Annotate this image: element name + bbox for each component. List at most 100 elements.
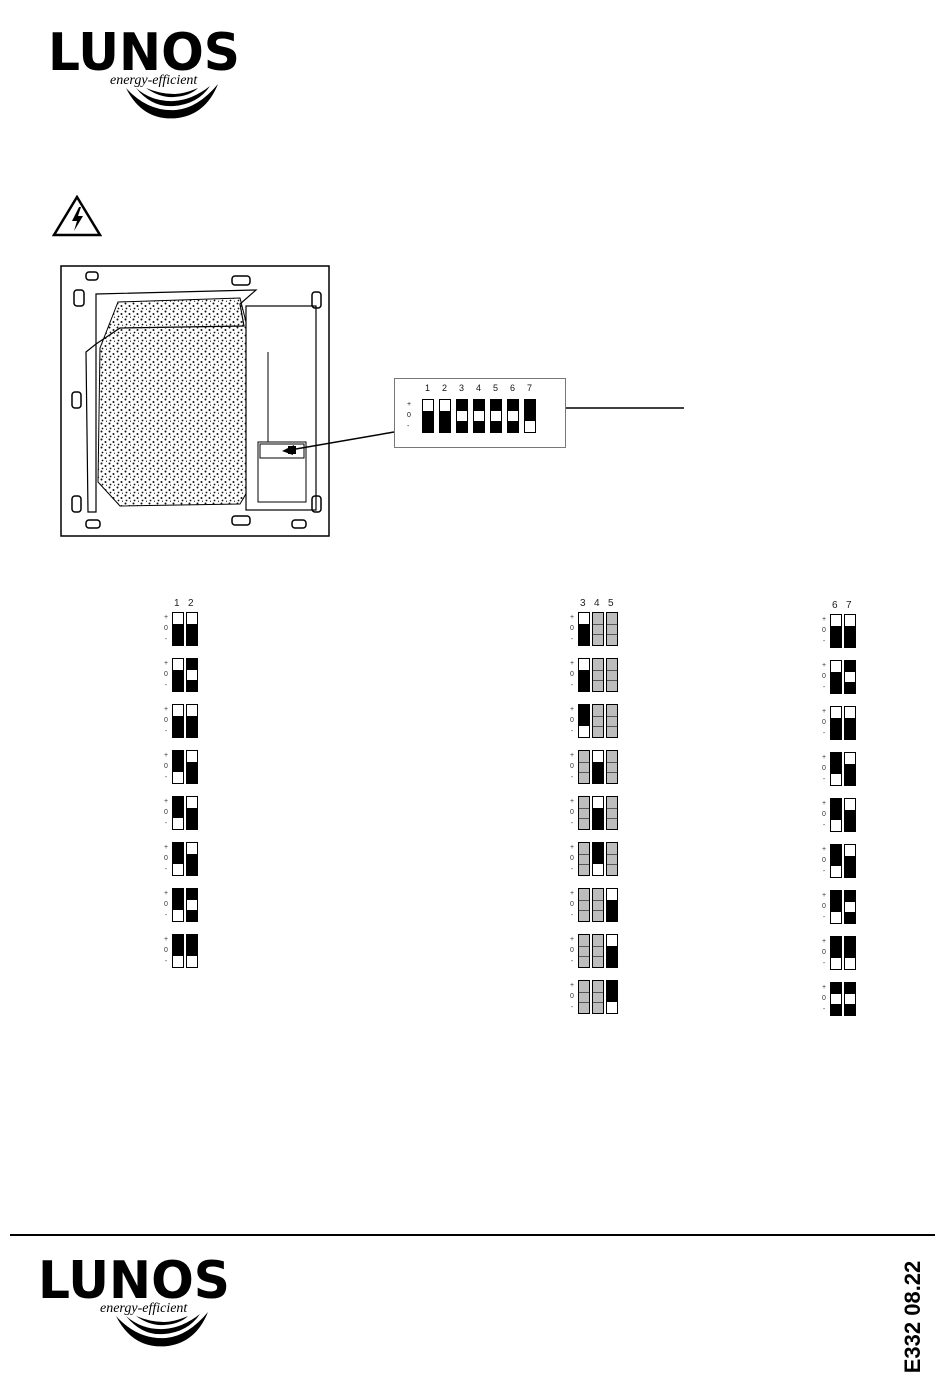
switch-position-label: 0 bbox=[568, 855, 576, 862]
switch-position-label: 0 bbox=[820, 857, 828, 864]
switch-position-label: + bbox=[162, 890, 170, 897]
switch-position-label: - bbox=[162, 866, 170, 873]
dip-switch bbox=[592, 980, 604, 1014]
dip-switch bbox=[172, 842, 184, 876]
dip-switch bbox=[606, 658, 618, 692]
dip-switch bbox=[524, 399, 536, 433]
switch-position-label: - bbox=[162, 636, 170, 643]
switch-position-label: 0 bbox=[162, 717, 170, 724]
dip-switch bbox=[172, 934, 184, 968]
switch-position-label: + bbox=[820, 846, 828, 853]
callout-arrows bbox=[0, 0, 950, 600]
dip-switch bbox=[592, 888, 604, 922]
dip-switch bbox=[578, 704, 590, 738]
switch-position-label: + bbox=[568, 752, 576, 759]
dip-switch bbox=[172, 888, 184, 922]
switch-position-label: + bbox=[162, 844, 170, 851]
dip-column-header: 1 bbox=[174, 598, 180, 609]
switch-position-label: 0 bbox=[820, 673, 828, 680]
switch-position-label: + bbox=[162, 798, 170, 805]
switch-position-label: - bbox=[568, 958, 576, 965]
switch-position-label: - bbox=[162, 728, 170, 735]
switch-position-label: 0 bbox=[820, 811, 828, 818]
switch-position-label: 0 bbox=[568, 901, 576, 908]
dip-switch bbox=[830, 706, 842, 740]
switch-position-label: - bbox=[162, 912, 170, 919]
dip-switch bbox=[186, 796, 198, 830]
dip-switch bbox=[606, 980, 618, 1014]
switch-position-label: 0 bbox=[568, 763, 576, 770]
switch-position-label: + bbox=[162, 706, 170, 713]
dip-switch bbox=[844, 936, 856, 970]
dip-switch bbox=[186, 750, 198, 784]
brand-tagline: energy-efficient bbox=[100, 1301, 188, 1316]
switch-position-label: 0 bbox=[820, 949, 828, 956]
dip-switch bbox=[606, 750, 618, 784]
dip-switch bbox=[844, 844, 856, 878]
dip-switch bbox=[830, 752, 842, 786]
switch-position-label: + bbox=[568, 890, 576, 897]
switch-position-label: - bbox=[820, 822, 828, 829]
dip-switch bbox=[830, 890, 842, 924]
dip-switch bbox=[172, 796, 184, 830]
switch-position-label: + bbox=[568, 982, 576, 989]
switch-position-label: 0 bbox=[568, 671, 576, 678]
switch-position-label: 0 bbox=[568, 809, 576, 816]
dip-switch bbox=[172, 750, 184, 784]
switch-position-label: 0 bbox=[162, 625, 170, 632]
dip-column-header: 1 bbox=[425, 383, 430, 393]
dip-switch bbox=[844, 706, 856, 740]
dip-switch bbox=[830, 660, 842, 694]
switch-position-label: - bbox=[820, 1006, 828, 1013]
switch-position-label: - bbox=[162, 820, 170, 827]
brand-logo-graphic: LUNOS energy-efficient bbox=[38, 1252, 238, 1354]
dip-switch bbox=[606, 934, 618, 968]
switch-position-label: 0 bbox=[820, 765, 828, 772]
switch-position-label: + bbox=[820, 708, 828, 715]
switch-position-label: 0 bbox=[162, 947, 170, 954]
switch-position-label: + bbox=[162, 936, 170, 943]
switch-position-label: 0 bbox=[820, 719, 828, 726]
switch-position-label: + bbox=[407, 401, 411, 408]
switch-position-label: 0 bbox=[162, 901, 170, 908]
switch-position-label: + bbox=[820, 754, 828, 761]
switch-position-label: - bbox=[568, 866, 576, 873]
switch-position-label: - bbox=[568, 912, 576, 919]
switch-position-label: 0 bbox=[407, 412, 411, 419]
dip-column-header: 5 bbox=[493, 383, 498, 393]
dip-switch bbox=[578, 888, 590, 922]
switch-position-label: + bbox=[568, 936, 576, 943]
dip-column-header: 6 bbox=[832, 600, 838, 611]
dip-column-header: 7 bbox=[527, 383, 532, 393]
switch-position-label: + bbox=[568, 798, 576, 805]
dip-switch bbox=[439, 399, 451, 433]
switch-position-label: + bbox=[162, 752, 170, 759]
dip-column-header: 4 bbox=[594, 598, 600, 609]
dip-switch bbox=[844, 890, 856, 924]
dip-switch bbox=[592, 658, 604, 692]
dip-switch bbox=[186, 888, 198, 922]
switch-position-label: - bbox=[820, 776, 828, 783]
dip-switch bbox=[844, 614, 856, 648]
dip-switch bbox=[422, 399, 434, 433]
dip-column-header: 3 bbox=[459, 383, 464, 393]
switch-position-label: 0 bbox=[162, 763, 170, 770]
dip-switch bbox=[578, 934, 590, 968]
document-code: E332 08.22 bbox=[888, 1252, 938, 1382]
dip-switch bbox=[578, 658, 590, 692]
dip-switch bbox=[507, 399, 519, 433]
dip-switch bbox=[606, 704, 618, 738]
switch-position-label: + bbox=[568, 614, 576, 621]
switch-position-label: 0 bbox=[162, 671, 170, 678]
switch-position-label: 0 bbox=[568, 625, 576, 632]
switch-position-label: - bbox=[820, 730, 828, 737]
switch-position-label: - bbox=[407, 423, 409, 430]
switch-position-label: - bbox=[162, 774, 170, 781]
switch-position-label: - bbox=[568, 636, 576, 643]
dip-switch bbox=[830, 798, 842, 832]
switch-position-label: - bbox=[820, 868, 828, 875]
dip-switch bbox=[490, 399, 502, 433]
dip-switch bbox=[592, 704, 604, 738]
dip-switch bbox=[592, 750, 604, 784]
